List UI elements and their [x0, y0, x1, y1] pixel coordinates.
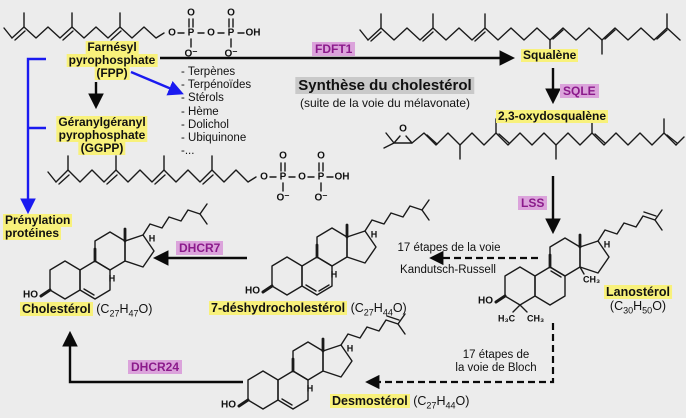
methyl-label: CH₃: [527, 313, 544, 323]
node-oxydosqualene: 2,3-oxydosqualène: [496, 109, 609, 123]
oxygen-label: O: [279, 151, 287, 162]
hydroxyl-label: OH: [246, 28, 261, 39]
oxygen-minus-label: O⁻: [184, 49, 197, 60]
hydrogen-label: H: [307, 383, 314, 393]
phosphorus-label: P: [318, 172, 325, 183]
phosphorus-label: P: [280, 172, 287, 183]
fpp-structure: O P O P OH O O O⁻ O⁻: [3, 8, 261, 60]
oxygen-label: O: [399, 124, 407, 135]
lanosterol-formula: (C30H50O): [609, 299, 667, 316]
page-subtitle: (suite de la voie du mélavonate): [299, 96, 471, 110]
list-item: - Terpénoïdes: [181, 79, 252, 92]
list-item: -...: [181, 145, 195, 158]
node-squalene: Squalène: [521, 48, 579, 62]
node-cholesterol: Cholestérol (C27H47O): [20, 302, 153, 319]
node-dhc7: 7-déshydrocholestérol (C27H44O): [209, 301, 407, 318]
methyl-label: CH₃: [583, 274, 600, 284]
hydrogen-label: H: [331, 269, 338, 279]
ggpp-structure: O P O P OH O O O⁻ O⁻: [47, 151, 350, 204]
oxygen-minus-label: O⁻: [276, 193, 289, 204]
arrow-fpp-to-products-list: [130, 70, 184, 96]
arrow-fpp-to-prenylation: [20, 57, 46, 215]
oxydosqualene-structure: O: [383, 118, 685, 160]
list-item: - Hème: [181, 105, 219, 118]
enzyme-dhcr7: DHCR7: [176, 241, 224, 255]
list-item: - Ubiquinone: [181, 132, 247, 145]
node-prenylation: Prénylation protéines: [3, 213, 73, 240]
kandutsch-annotation-bottom: Kandutsch-Russell: [400, 264, 496, 276]
methyl-label: H₃C: [498, 313, 516, 323]
page-title: Synthèse du cholestérol: [295, 77, 475, 94]
dhc7-double-bonds: [305, 284, 330, 292]
enzyme-fdft1: FDFT1: [312, 42, 356, 56]
kandutsch-annotation-top: 17 étapes de la voie: [397, 242, 501, 254]
enzyme-lss: LSS: [518, 196, 548, 210]
oxygen-label: O: [260, 172, 268, 183]
phosphorus-label: P: [228, 28, 235, 39]
list-item: - Terpènes: [181, 66, 236, 78]
cholesterol-formula: (C27H47O): [96, 302, 153, 319]
arrow-bloch: [365, 323, 555, 390]
list-item: - Dolichol: [181, 118, 229, 131]
enzyme-sqle: SQLE: [560, 84, 599, 98]
oxygen-label: O: [317, 151, 325, 162]
node-fpp: Farnésyl pyrophosphate (FPP): [66, 40, 158, 80]
dhc7-formula: (C27H44O): [350, 301, 407, 318]
oxygen-label: O: [168, 28, 176, 39]
enzyme-dhcr24: DHCR24: [128, 360, 183, 374]
node-ggpp: Géranylgéranyl pyrophosphate (GGPP): [56, 115, 148, 155]
oxygen-label: O: [187, 8, 195, 19]
phosphorus-label: P: [188, 28, 195, 39]
lanosterol-extras: [512, 211, 657, 313]
oxygen-minus-label: O⁻: [224, 49, 237, 60]
oxygen-minus-label: O⁻: [314, 193, 327, 204]
squalene-structure: [359, 13, 681, 55]
desmosterol-formula: (C27H44O): [413, 394, 470, 411]
bloch-annotation: 17 étapes de la voie de Bloch: [455, 349, 537, 374]
cholesterol-double-bond: [83, 288, 95, 296]
desmosterol-double-bonds: [281, 315, 400, 406]
node-lanosterol: Lanostérol (C30H50O): [604, 285, 672, 316]
diagram-title-block: Synthèse du cholestérol (suite de la voi…: [295, 77, 475, 110]
oxygen-label: O: [207, 28, 215, 39]
node-desmosterol: Desmostérol (C27H44O): [330, 394, 470, 411]
oxygen-label: O: [298, 172, 306, 183]
oxygen-label: O: [227, 8, 235, 19]
hydroxyl-label: OH: [335, 172, 350, 183]
arrow-desmosterol-to-cholesterol: [62, 330, 243, 384]
list-item: - Stérols: [181, 92, 224, 105]
hydrogen-label: H: [109, 273, 116, 283]
isoprenoid-products-list: - Terpènes - Terpénoïdes - Stérols - Hèm…: [181, 66, 251, 158]
